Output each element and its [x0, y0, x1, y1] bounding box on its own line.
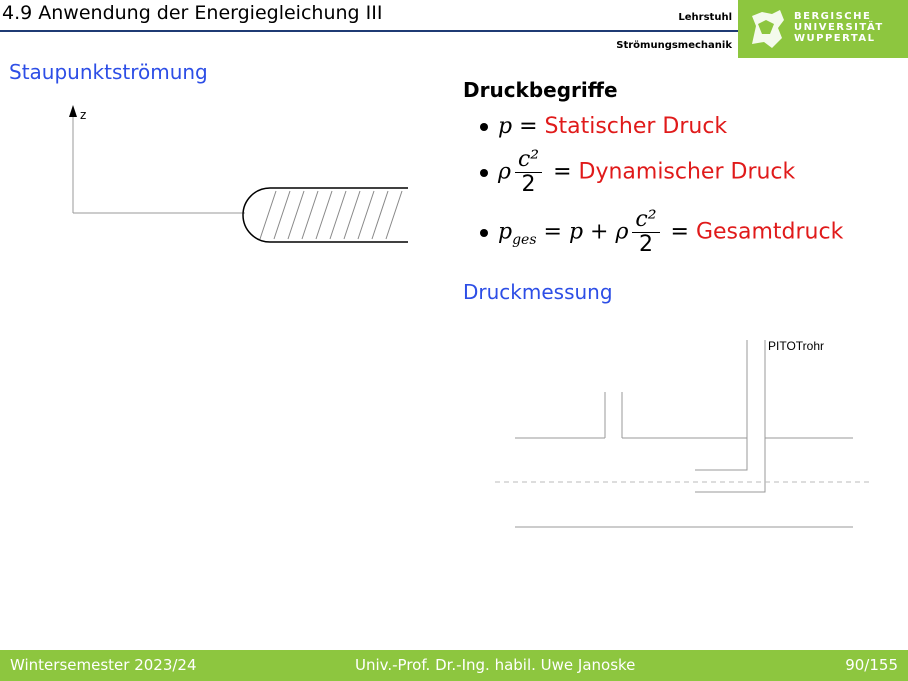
fraction-numerator: c² [514, 148, 543, 173]
formula-p: p [498, 114, 513, 139]
fraction-numerator: c² [632, 208, 660, 233]
bullet-dot [480, 123, 488, 131]
chair-label-line2: Strömungsmechanik [616, 40, 732, 51]
chair-label-line1: Lehrstuhl [678, 12, 732, 23]
header-rule [0, 30, 740, 32]
pitot-tube-diagram [495, 340, 870, 528]
formula-subscript-ges: ges [512, 231, 537, 248]
formula-rho: ρ [615, 219, 629, 245]
stagnation-heading: Staupunktströmung [9, 60, 208, 84]
fraction-denominator: 2 [521, 172, 536, 197]
formula-p-ges: p [498, 219, 513, 245]
pitot-tube-lower-leg [695, 438, 766, 493]
z-axis-arrowhead [69, 105, 77, 117]
slide-title: 4.9 Anwendung der Energiegleichung III [2, 2, 383, 24]
total-pressure-label: Gesamtdruck [695, 219, 844, 245]
footer-bar: Wintersemester 2023/24 Univ.-Prof. Dr.-I… [0, 650, 908, 681]
footer-author: Univ.-Prof. Dr.-Ing. habil. Uwe Janoske [355, 656, 636, 674]
pitot-label: PITOTrohr [768, 339, 825, 353]
pitot-tube-upper-leg [695, 438, 748, 471]
logo-text-line3: WUPPERTAL [794, 33, 876, 44]
dynamic-pressure-label: Dynamischer Druck [578, 159, 796, 185]
lion-emblem-icon [752, 10, 784, 48]
formula-middle: = p + [543, 219, 609, 245]
fraction-denominator: 2 [638, 232, 653, 257]
footer-page-number: 90/155 [845, 656, 898, 674]
body-hatching [259, 190, 403, 240]
blunt-body [242, 187, 408, 243]
static-pressure-label: Statischer Druck [544, 114, 728, 139]
z-axis-label: z [80, 108, 87, 122]
logo-text-line2: UNIVERSITÄT [794, 22, 884, 33]
pressure-terms-heading: Druckbegriffe [463, 78, 618, 102]
bullet-dot [480, 228, 488, 237]
bullet-dot [480, 168, 488, 177]
stagnation-flow-diagram [69, 105, 408, 243]
bullet-static-pressure: p = Statischer Druck [480, 114, 727, 139]
university-logo: BERGISCHE UNIVERSITÄT WUPPERTAL [738, 0, 908, 58]
pressure-measurement-heading: Druckmessung [463, 280, 613, 304]
footer-semester: Wintersemester 2023/24 [10, 656, 197, 674]
logo-text-line1: BERGISCHE [794, 11, 872, 22]
formula-rho: ρ [498, 159, 511, 185]
